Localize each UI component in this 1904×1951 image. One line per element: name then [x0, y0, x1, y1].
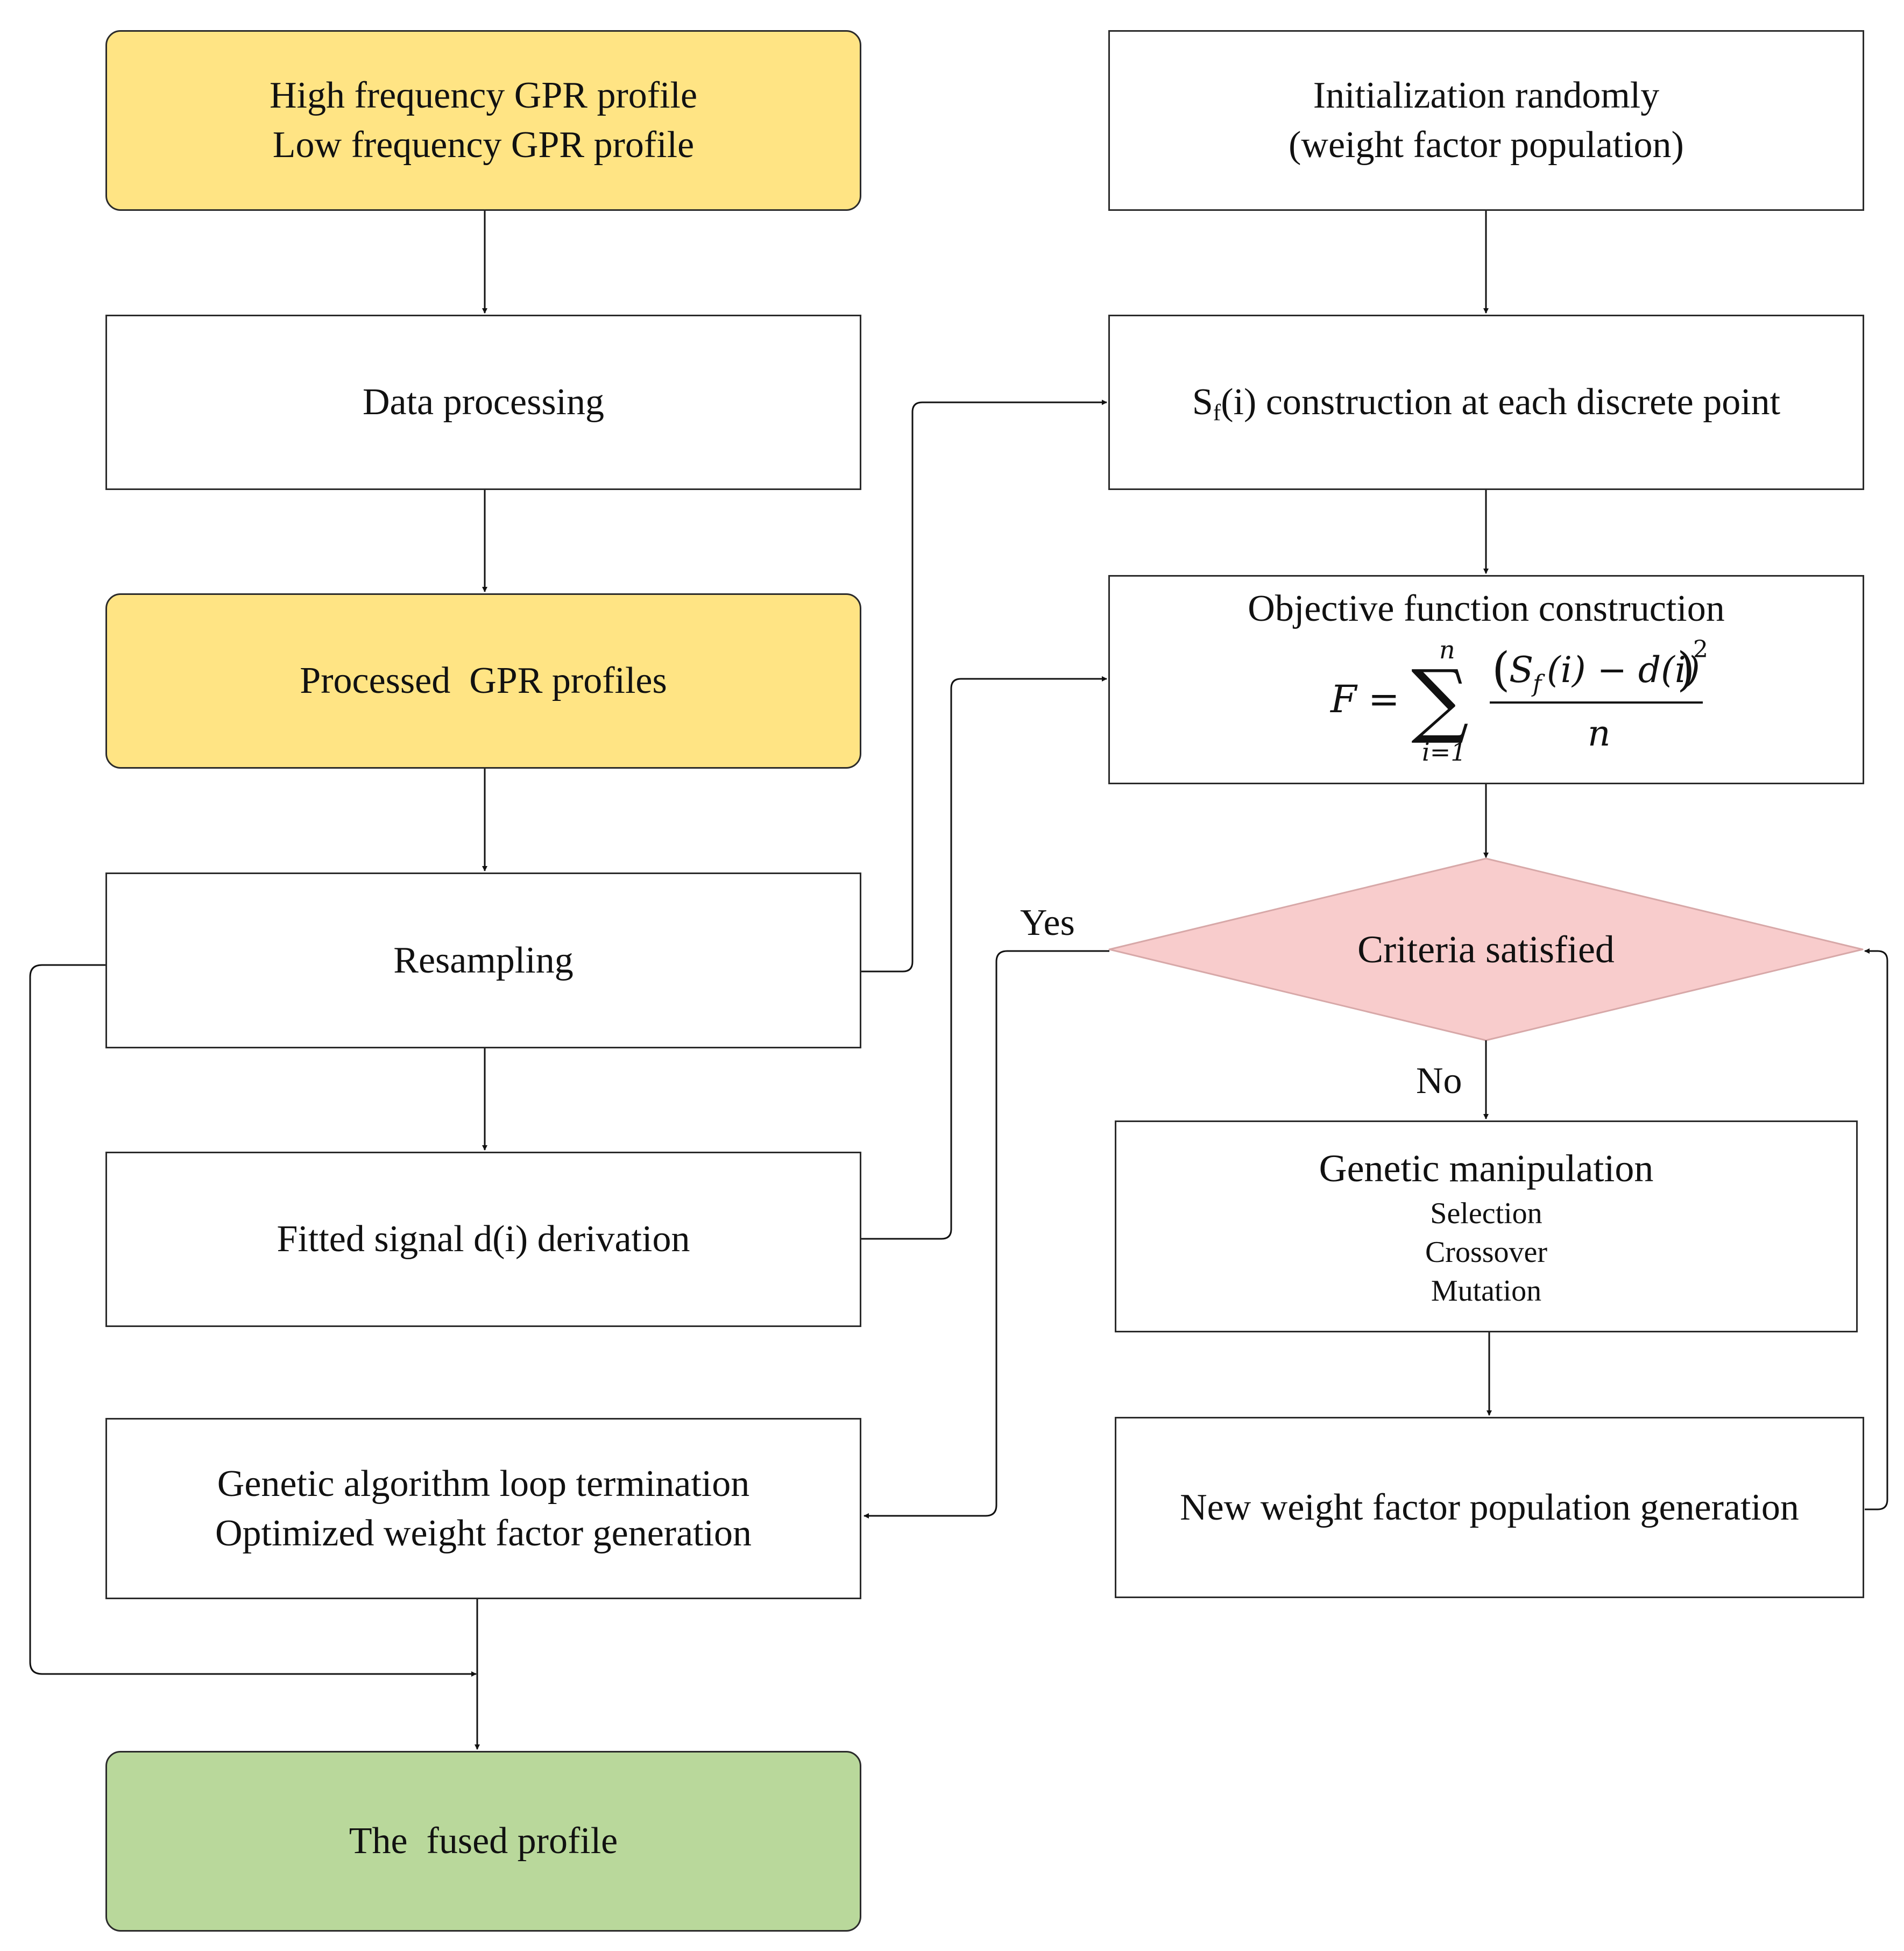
formula-sigma: ∑ [1411, 653, 1469, 747]
fitted-signal-label: Fitted signal d(i) derivation [277, 1218, 690, 1260]
arrow-criteria-yes [863, 950, 1109, 1519]
genetic-item-crossover: Crossover [1425, 1236, 1548, 1269]
initialization-line-1: Initialization randomly [1313, 75, 1660, 116]
formula-upper-limit: n [1439, 635, 1455, 664]
ga-termination-line-2: Optimized weight factor generation [215, 1512, 752, 1554]
sf-suffix: (i) construction at each discrete point [1221, 381, 1781, 423]
formula-numerator-s: S [1509, 649, 1533, 691]
input-line-2: Low frequency GPR profile [272, 124, 695, 166]
formula-numerator-sub: f [1531, 670, 1545, 698]
sf-prefix: S [1192, 381, 1213, 423]
ga-termination-line-1: Genetic algorithm loop termination [217, 1463, 750, 1505]
formula-exponent: 2 [1693, 636, 1707, 663]
objective-title: Objective function construction [1248, 588, 1725, 629]
sf-construction-label: Sf(i) construction at each discrete poin… [1192, 378, 1780, 427]
new-population-label: New weight factor population generation [1180, 1486, 1799, 1528]
formula-numerator-open: ( [1492, 643, 1510, 697]
genetic-item-selection: Selection [1430, 1197, 1542, 1230]
arrow-loop-back [1864, 948, 1888, 1510]
genetic-title: Genetic manipulation [1319, 1147, 1654, 1190]
genetic-manipulation-box: Genetic manipulation Selection Crossover… [1115, 1120, 1858, 1332]
initialization-box: Initialization randomly (weight factor p… [1108, 30, 1864, 211]
formula-lhs: F [1329, 677, 1358, 721]
fused-profile-label: The fused profile [349, 1820, 618, 1862]
no-edge-label: No [1416, 1060, 1462, 1102]
sf-subscript: f [1213, 399, 1221, 425]
arrow-resampling-bypass [29, 964, 477, 1677]
processed-profiles-box: Processed GPR profiles [105, 593, 861, 769]
data-processing-label: Data processing [362, 381, 605, 423]
formula-denominator: n [1588, 713, 1611, 754]
new-population-box: New weight factor population generation [1115, 1417, 1864, 1598]
genetic-item-mutation: Mutation [1431, 1274, 1542, 1308]
fused-profile-box: The fused profile [105, 1751, 861, 1932]
objective-formula: F = n ∑ i=1 ( S f (i) − d(i) ) 2 n [1329, 635, 1707, 767]
arrow-resampling-to-sf [861, 400, 1107, 973]
resampling-label: Resampling [393, 939, 574, 981]
input-line-1: High frequency GPR profile [269, 75, 698, 116]
formula-numerator-close: ) [1677, 643, 1695, 697]
formula-lower-limit: i=1 [1422, 737, 1467, 767]
initialization-line-2: (weight factor population) [1289, 124, 1684, 166]
criteria-label: Criteria satisfied [1357, 927, 1615, 971]
input-profiles-box: High frequency GPR profile Low frequency… [105, 30, 861, 211]
data-processing-box: Data processing [105, 315, 861, 490]
resampling-box: Resampling [105, 872, 861, 1048]
objective-function-box: Objective function construction F = n ∑ … [1108, 575, 1864, 784]
formula-equals: = [1368, 677, 1400, 721]
arrow-fitted-to-objective [861, 676, 1107, 1240]
ga-termination-box: Genetic algorithm loop termination Optim… [105, 1418, 861, 1599]
sf-construction-box: Sf(i) construction at each discrete poin… [1108, 315, 1864, 490]
formula-numerator-rest: (i) − d(i) [1547, 649, 1700, 691]
fitted-signal-box: Fitted signal d(i) derivation [105, 1152, 861, 1327]
yes-edge-label: Yes [1020, 902, 1075, 943]
processed-profiles-label: Processed GPR profiles [300, 660, 667, 701]
